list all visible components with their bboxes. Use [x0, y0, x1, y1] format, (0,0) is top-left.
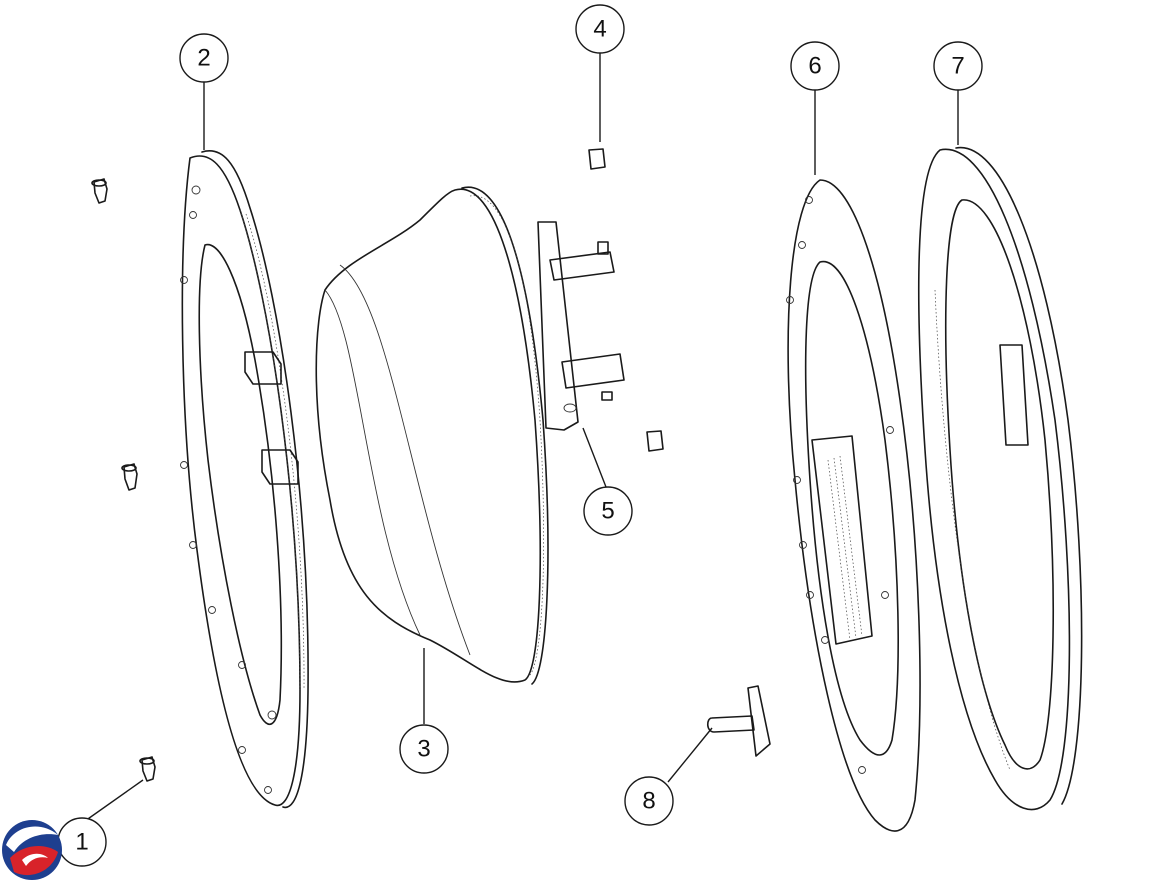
part-inner-door-frame	[786, 179, 921, 832]
callout-7: 7	[933, 41, 983, 91]
callout-3: 3	[399, 724, 449, 774]
callout-label: 2	[197, 45, 210, 72]
callout-label: 3	[417, 736, 430, 763]
part-small-pads	[588, 148, 664, 452]
part-door-glass-bowl	[315, 186, 549, 685]
callout-label: 5	[601, 498, 614, 525]
part-door-latch-hook	[706, 685, 771, 757]
callout-8: 8	[624, 776, 674, 826]
callout-label: 8	[642, 788, 655, 815]
callout-6: 6	[790, 41, 840, 91]
part-outer-door-ring	[180, 150, 309, 809]
callout-label: 4	[593, 16, 606, 43]
callout-1: 1	[57, 817, 107, 867]
callout-4: 4	[575, 4, 625, 54]
leader-lines	[67, 53, 959, 834]
callout-5: 5	[583, 486, 633, 536]
callout-label: 6	[808, 53, 821, 80]
callout-label: 1	[75, 829, 88, 856]
brand-logo	[2, 820, 62, 880]
part-door-trim-ring	[917, 146, 1083, 811]
callout-label: 7	[951, 53, 964, 80]
callout-2: 2	[179, 33, 229, 83]
part-hinge	[537, 221, 625, 431]
part-bushings	[91, 178, 156, 782]
